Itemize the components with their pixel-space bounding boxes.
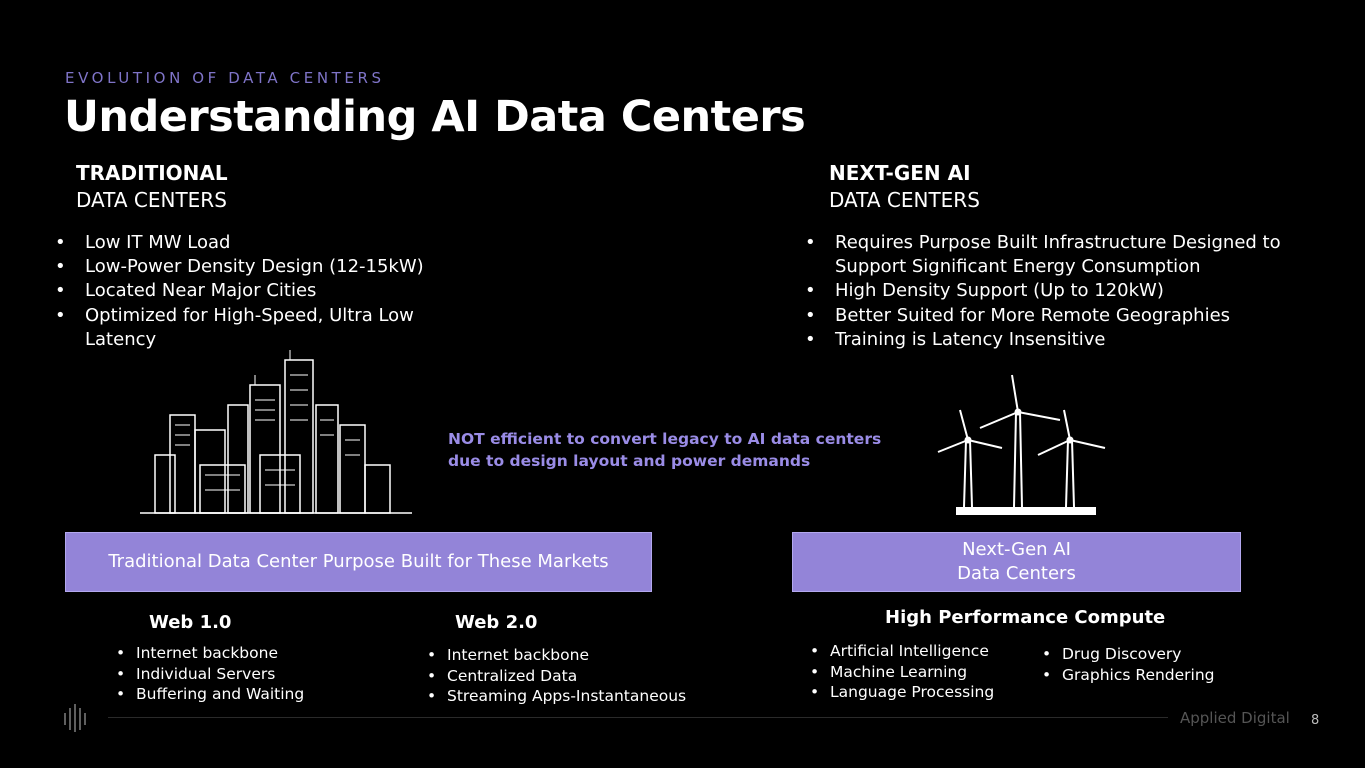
list-item: Drug Discovery [1042, 644, 1215, 665]
hpc-title: High Performance Compute [885, 607, 1166, 628]
list-item: Buffering and Waiting [116, 684, 304, 705]
list-item: High Density Support (Up to 120kW) [805, 279, 1325, 303]
hpc-list-2: Drug Discovery Graphics Rendering [1042, 644, 1215, 685]
list-item: Low IT MW Load [55, 231, 475, 255]
note-line-1: NOT efficient to convert legacy to AI da… [448, 430, 882, 448]
traditional-heading-bold: TRADITIONAL [76, 161, 228, 185]
list-item: Graphics Rendering [1042, 665, 1215, 686]
city-skyline-illustration [140, 350, 412, 514]
list-item: Internet backbone [116, 643, 304, 664]
list-item: Language Processing [810, 682, 994, 703]
list-item: Artificial Intelligence [810, 641, 994, 662]
traditional-heading: TRADITIONAL DATA CENTERS [76, 160, 228, 214]
conversion-note: NOT efficient to convert legacy to AI da… [448, 428, 881, 472]
list-item: Located Near Major Cities [55, 279, 475, 303]
list-item: Low-Power Density Design (12-15kW) [55, 255, 475, 279]
nextgen-box-line-2: Data Centers [957, 563, 1076, 584]
list-item: Training is Latency Insensitive [805, 328, 1325, 352]
nextgen-bullets: Requires Purpose Built Infrastructure De… [805, 231, 1325, 352]
footer-divider [108, 717, 1168, 718]
web1-title: Web 1.0 [149, 612, 232, 633]
section-kicker: EVOLUTION OF DATA CENTERS [65, 69, 385, 87]
nextgen-heading: NEXT-GEN AI DATA CENTERS [829, 160, 980, 214]
list-item: Streaming Apps-Instantaneous [427, 686, 686, 707]
list-item: Individual Servers [116, 664, 304, 685]
list-item: Centralized Data [427, 666, 686, 687]
traditional-heading-sub: DATA CENTERS [76, 188, 227, 212]
list-item: Machine Learning [810, 662, 994, 683]
applied-digital-logo-icon [64, 704, 86, 732]
wind-turbines-illustration [937, 374, 1106, 515]
list-item: Requires Purpose Built Infrastructure De… [805, 231, 1325, 279]
list-item: Optimized for High-Speed, Ultra Low Late… [55, 304, 475, 352]
traditional-bullets: Low IT MW Load Low-Power Density Design … [55, 231, 475, 352]
list-item: Internet backbone [427, 645, 686, 666]
web1-list: Internet backbone Individual Servers Buf… [116, 643, 304, 705]
web2-list: Internet backbone Centralized Data Strea… [427, 645, 686, 707]
note-line-2: due to design layout and power demands [448, 452, 811, 470]
web2-title: Web 2.0 [455, 612, 538, 633]
nextgen-box-line-1: Next-Gen AI [962, 539, 1071, 560]
nextgen-box: Next-Gen AI Data Centers [792, 532, 1241, 592]
brand-name: Applied Digital [1180, 709, 1290, 727]
nextgen-heading-bold: NEXT-GEN AI [829, 161, 971, 185]
page-number: 8 [1311, 713, 1320, 728]
traditional-markets-box: Traditional Data Center Purpose Built fo… [65, 532, 652, 592]
list-item: Better Suited for More Remote Geographie… [805, 304, 1325, 328]
hpc-list-1: Artificial Intelligence Machine Learning… [810, 641, 994, 703]
nextgen-heading-sub: DATA CENTERS [829, 188, 980, 212]
page-title: Understanding AI Data Centers [64, 92, 806, 142]
